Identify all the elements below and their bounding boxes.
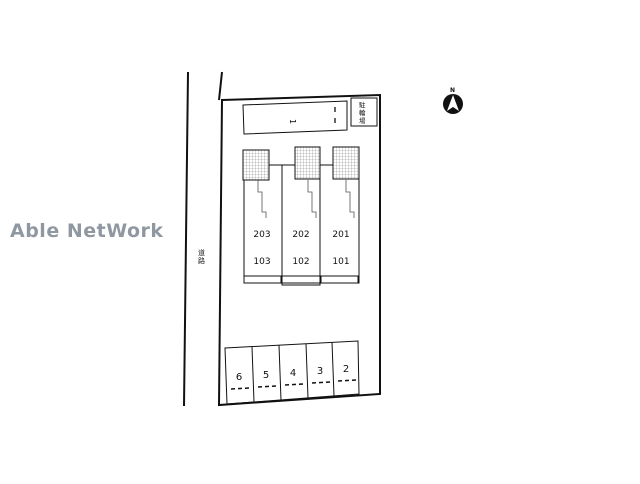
building: 203 202 201 103 102 101 [242,146,360,286]
top-slot-number: 1 [288,119,297,124]
bike-parking-area [350,97,378,127]
watermark-logo: Able NetWork [10,220,164,242]
unit-number-lower-left: 103 [253,257,270,267]
parking-number: 6 [236,372,242,383]
unit-number-lower-middle: 102 [292,257,309,267]
parking-dash-mark [311,381,331,384]
road-edge-right [218,71,223,101]
parking-row: 6 5 4 3 2 [224,340,360,405]
unit-number-upper-middle: 202 [292,230,309,240]
parking-row-outline [224,340,360,405]
entrance-step-middle [281,275,321,286]
parking-divider [251,346,255,403]
site-boundary [217,93,381,407]
interior-line-middle [307,180,317,218]
road-label-char-1: 道 [198,248,205,257]
balcony-right [332,146,360,180]
parking-divider [278,344,282,401]
parking-dash-mark [230,387,251,390]
parking-divider [305,343,309,399]
parking-number: 2 [343,364,349,375]
bike-parking-label-char-1: 駐 [359,100,366,109]
parking-number: 3 [317,366,323,377]
road-label-char-2: 路 [198,256,205,265]
compass-label: N [450,87,455,94]
north-arrow-icon: N [443,87,463,114]
road-edge-left [183,71,189,407]
parking-number: 5 [263,370,269,381]
parking-divider [331,341,335,397]
entrance-step-left [243,275,282,284]
unit-number-upper-right: 201 [332,230,349,240]
interior-line-right [345,180,355,218]
interior-line-left [257,180,267,218]
parking-dash-mark [257,385,278,388]
unit-number-lower-right: 101 [332,257,349,267]
parking-number: 4 [290,368,296,379]
entrance-step-right [320,275,359,284]
top-parking-slot [242,100,348,135]
balcony-middle [294,146,321,180]
bike-parking-label-char-3: 場 [359,116,366,125]
parking-dash-mark [284,383,305,386]
balcony-left [242,149,270,181]
bike-parking-label-char-2: 輪 [359,108,366,117]
unit-number-upper-left: 203 [253,230,270,240]
parking-dash-mark [337,379,357,382]
